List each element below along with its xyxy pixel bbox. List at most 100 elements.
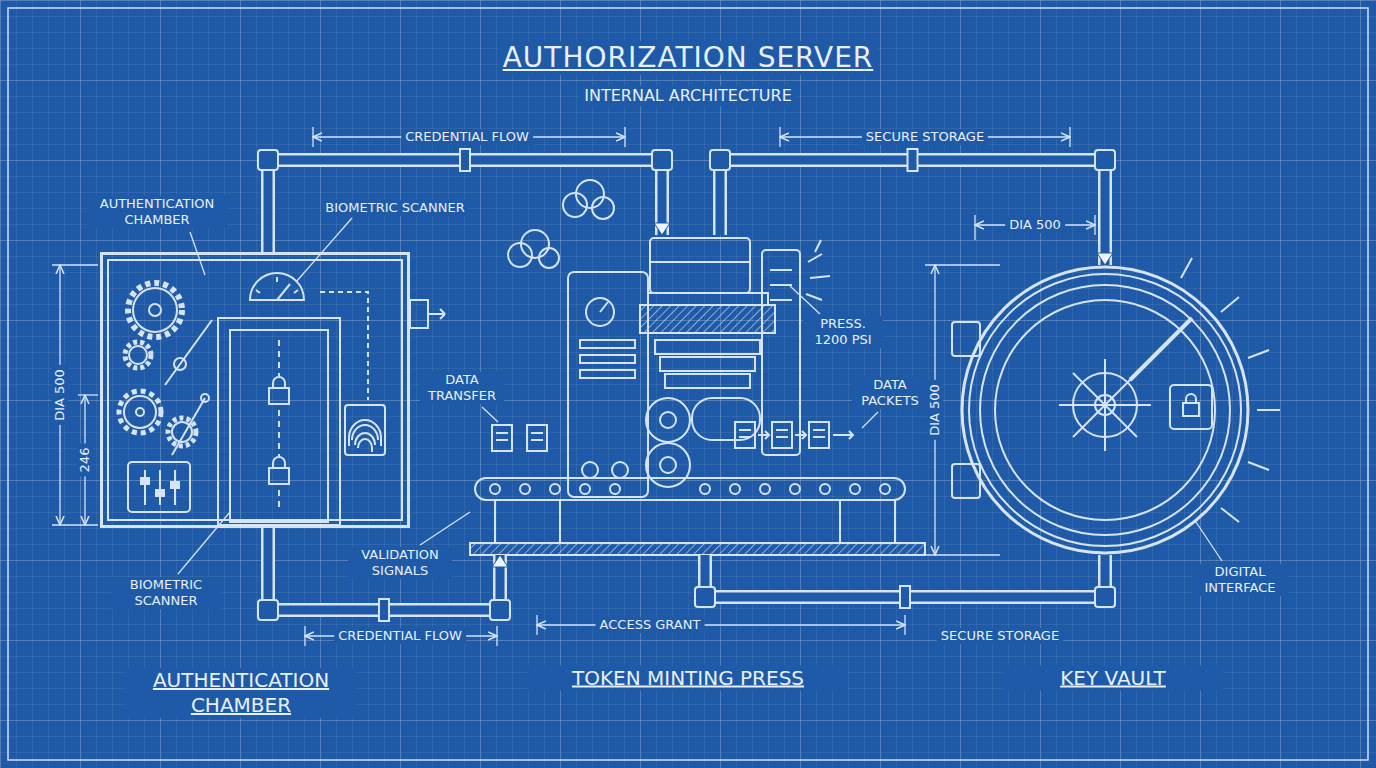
press-drawing-part <box>580 370 635 378</box>
press-drawing-part <box>833 431 853 439</box>
press-drawing-part <box>550 484 560 494</box>
press-drawing-part <box>600 302 608 312</box>
press-drawing-part <box>521 230 549 258</box>
press-drawing-part <box>894 500 896 543</box>
chamber-drawing-part <box>276 277 278 282</box>
vault-drawing-part <box>1248 462 1269 470</box>
dimension-lines-part <box>925 554 1000 555</box>
chamber-drawing-part <box>345 405 385 455</box>
vault-drawing-part <box>1186 394 1196 403</box>
dimension-label: DIA 500 <box>927 380 943 440</box>
vault-drawing-part <box>1248 350 1269 358</box>
dimension-lines-part <box>304 626 305 646</box>
vault-drawing-part <box>1073 373 1137 437</box>
vault-drawing-part <box>1181 258 1192 278</box>
press-drawing-part <box>592 197 614 219</box>
flow-label: SECURE STORAGE <box>937 628 1063 644</box>
chamber-drawing-part <box>119 391 161 433</box>
press-drawing-part <box>650 261 750 263</box>
flow-label: SECURE STORAGE <box>862 129 988 145</box>
chamber-drawing-part <box>269 468 289 484</box>
vault-drawing-part <box>995 300 1215 520</box>
leader-lines-part <box>1196 522 1222 561</box>
vault-rim <box>969 274 1241 546</box>
component-heading: KEY VAULT <box>1003 666 1223 691</box>
press-drawing-part <box>640 305 775 333</box>
leader-lines-part <box>178 512 230 574</box>
chamber-drawing-part <box>428 313 445 315</box>
dimension-lines-part <box>1094 215 1095 235</box>
vault-drawing-part <box>1221 508 1239 522</box>
dimension-lines-part <box>52 524 98 525</box>
callout-label: DATA TRANSFER <box>420 372 504 404</box>
press-drawing-part <box>646 398 690 442</box>
chamber-drawing-part <box>171 482 179 488</box>
dimension-label: DIA 500 <box>1005 217 1065 233</box>
dimension-label: 246 <box>77 444 93 477</box>
press-drawing-part <box>576 180 604 208</box>
chamber-drawing-part <box>269 388 289 404</box>
pipe-elbow <box>1095 150 1115 170</box>
press-drawing-part <box>730 484 740 494</box>
press-drawing-part <box>580 340 635 348</box>
callout-label: AUTHENTICATION CHAMBER <box>87 196 227 228</box>
press-drawing-part <box>776 436 788 438</box>
vault-drawing-part <box>1257 409 1280 411</box>
press-drawing-part <box>646 443 690 487</box>
dimension-lines <box>52 127 1095 646</box>
press-drawing-part <box>700 484 710 494</box>
dimension-lines-part <box>904 615 905 635</box>
chamber-drawing-part <box>278 490 280 512</box>
pipe-bore <box>720 160 1105 265</box>
pipe-elbow <box>1095 587 1115 607</box>
chamber-drawing-part <box>156 490 164 496</box>
press-drawing-part <box>839 500 841 543</box>
pipe-connector <box>258 149 672 252</box>
dimension-lines-part <box>536 615 537 635</box>
diagram-title: AUTHORIZATION SERVER <box>499 41 878 75</box>
chamber-drawing-part <box>410 300 428 328</box>
chamber-drawing-part <box>440 309 445 314</box>
dimension-lines-part <box>496 626 497 646</box>
pipe-flange <box>908 149 918 171</box>
pipe-flange <box>379 599 389 621</box>
chamber-drawing-part <box>358 439 372 452</box>
dimension-lines-part <box>78 394 98 395</box>
vault-drawing-part <box>1183 403 1199 416</box>
chamber-drawing-part <box>349 420 381 446</box>
press-drawing-part <box>490 484 500 494</box>
vault-drawing-part <box>1130 318 1192 380</box>
subtitle: INTERNAL ARCHITECTURE <box>580 86 796 106</box>
press-drawing-part <box>648 293 768 305</box>
callout-label: BIOMETRIC SCANNER <box>111 577 221 609</box>
press-drawing-part <box>559 500 561 543</box>
press-drawing-part <box>770 269 792 271</box>
press-drawing-part <box>475 478 905 500</box>
press-drawing-part <box>665 374 750 388</box>
press-drawing-part <box>806 240 830 300</box>
press-drawing-part <box>520 484 530 494</box>
component-heading: AUTHENTICATION CHAMBER <box>126 668 356 718</box>
dimension-lines-part <box>925 264 1000 265</box>
press-drawing-part <box>586 298 614 326</box>
chamber-drawing-part <box>320 292 368 400</box>
vault-rim <box>962 267 1248 553</box>
chamber-drawing-part <box>125 342 151 368</box>
press-drawing-part <box>760 484 770 494</box>
press-drawing-part <box>820 484 830 494</box>
leader-lines-part <box>296 218 352 282</box>
press-drawing-part <box>739 436 751 438</box>
pipe-wall <box>720 160 1105 265</box>
press-drawing-part <box>508 243 532 267</box>
dimension-lines-part <box>1069 127 1070 147</box>
chamber-drawing-part <box>128 283 182 337</box>
press-drawing-part <box>531 439 543 441</box>
chamber-drawing-part <box>256 290 260 293</box>
press-drawing-part <box>772 422 792 448</box>
press-drawing-part <box>470 543 925 555</box>
press-drawing-part <box>582 462 598 478</box>
press-drawing-part <box>850 484 860 494</box>
